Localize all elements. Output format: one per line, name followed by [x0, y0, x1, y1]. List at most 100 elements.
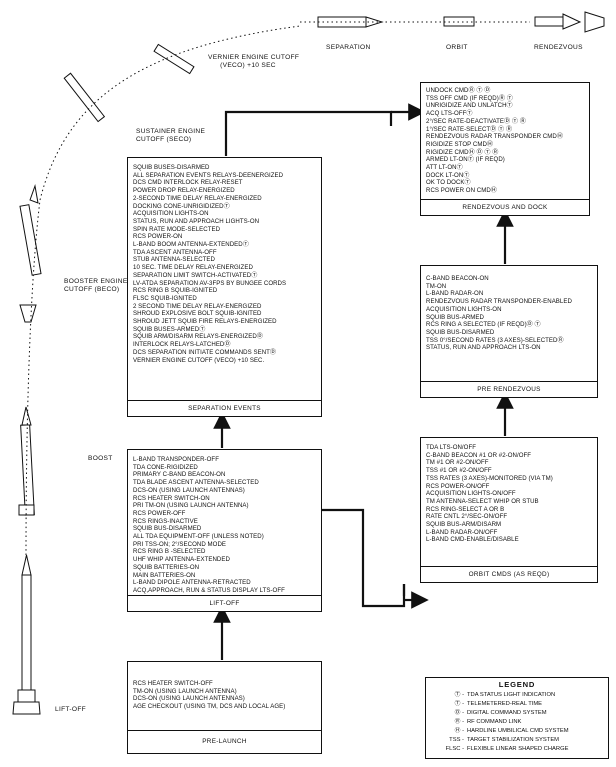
legend-symbol: FLSC -: [445, 746, 464, 752]
pre-rendezvous-caption: PRE RENDEZVOUS: [421, 381, 597, 397]
legend-symbol: Ⓣ -: [454, 701, 464, 707]
boost-label: BOOST: [88, 455, 113, 462]
event-line: AGE CHECKOUT (USING TM, DCS AND LOCAL AG…: [133, 703, 286, 711]
booster-cutoff-label: BOOSTER ENGINE CUTOFF (BECO): [64, 278, 128, 293]
event-line: TSS #1 OR #2-ON/OFF: [426, 467, 492, 475]
legend-row: Ⓡ -RF COMMAND LINK: [432, 719, 522, 726]
event-line: SPIN RATE MODE-SELECTED: [133, 225, 221, 233]
event-line: RCS RING A SELECTED (IF REQD)Ⓓ Ⓣ: [426, 321, 541, 329]
event-line: SQUIB BUS-DISARMED: [426, 328, 495, 336]
event-line: C-BAND BEACON-ON: [426, 275, 489, 282]
event-line: DOCKING CONE-UNRIGIDIZEDⓉ: [133, 202, 230, 210]
event-line: L-BAND DIPOLE ANTENNA-RETRACTED: [133, 579, 251, 587]
event-line: DCS SEPARATION INITIATE COMMANDS SENTⒹ: [133, 348, 277, 356]
legend-text: TDA STATUS LIGHT INDICATION: [467, 692, 556, 698]
event-line: TM ANTENNA-SELECT WHIP OR STUB: [426, 497, 539, 505]
event-line: L-BAND TRANSPONDER-OFF: [133, 456, 219, 463]
event-line: TSS OFF CMD (IF REQD)Ⓡ Ⓣ: [426, 94, 513, 102]
legend-row: Ⓣ -TELEMETERED-REAL TIME: [432, 701, 542, 708]
event-line: UHF WHIP ANTENNA-EXTENDED: [133, 556, 230, 564]
event-line: RCS POWER-ON/OFF: [426, 482, 490, 490]
legend-text: TELEMETERED-REAL TIME: [467, 701, 543, 707]
event-line: STATUS, RUN AND APPROACH LIGHTS-ON: [133, 217, 260, 225]
event-line: RCS HEATER SWITCH-ON: [133, 494, 210, 502]
event-line: ALL TDA EQUIPMENT-OFF (UNLESS NOTED): [133, 533, 264, 541]
event-line: RCS RINGS-INACTIVE: [133, 517, 198, 525]
orbit-label: ORBIT: [446, 44, 468, 51]
event-line: ACQUISITION LIGHTS-ON: [133, 210, 209, 218]
event-line: ALL SEPARATION EVENTS RELAYS-DEENERGIZED: [133, 171, 284, 179]
legend-title: LEGEND: [498, 680, 536, 689]
event-line: SQUIB BATTERIES-ON: [133, 563, 200, 571]
event-line: DOCK LT-ONⓉ: [426, 171, 470, 179]
event-line: L-BAND RADAR-ON/OFF: [426, 528, 498, 536]
event-line: POWER DROP RELAY-ENERGIZED: [133, 187, 235, 195]
event-line: SHROUD JETT SQUIB FIRE RELAYS-ENERGIZED: [133, 318, 277, 326]
event-line: VERNIER ENGINE CUTOFF (VECO) +10 SEC.: [133, 356, 265, 364]
legend-row: Ⓣ -TDA STATUS LIGHT INDICATION: [432, 692, 556, 699]
event-line: 2°/SEC RATE-DEACTIVATEⒹ Ⓣ Ⓡ: [426, 117, 526, 125]
legend-symbol: Ⓗ -: [454, 728, 464, 734]
event-line: RIGIDIZE STOP CMDⒽ: [426, 140, 494, 148]
event-line: PRI TM-ON (USING LAUNCH ANTENNA): [133, 502, 249, 510]
legend-text: DIGITAL COMMAND SYSTEM: [467, 710, 547, 716]
rendezvous-dock-caption: RENDEZVOUS AND DOCK: [421, 199, 589, 215]
legend-symbol: Ⓡ -: [454, 719, 464, 725]
event-line: MAIN BATTERIES-ON: [133, 571, 196, 579]
event-line: 1°/SEC RATE-SELECTⒹ Ⓣ Ⓡ: [426, 125, 513, 133]
event-line: ARMED LT-ONⓉ (IF REQD): [426, 156, 505, 164]
event-line: RCS RING-SELECT A OR B: [426, 505, 505, 513]
legend-text: RF COMMAND LINK: [467, 719, 522, 725]
event-line: SQUIB ARM/DISARM RELAYS-ENERGIZEDⒹ: [133, 333, 263, 341]
event-line: RCS HEATER SWITCH-OFF: [133, 680, 213, 687]
sustainer-cutoff-label: SUSTAINER ENGINE CUTOFF (SECO): [136, 128, 206, 143]
event-line: UNRIGIDIZE AND UNLATCHⓉ: [426, 102, 513, 110]
event-line: TM-ON: [426, 282, 447, 290]
event-line: ACQUISITION LIGHTS-ON: [426, 305, 502, 313]
event-line: UNDOCK CMDⓇ Ⓣ Ⓓ: [426, 87, 491, 94]
event-line: PRIMARY C-BAND BEACON-ON: [133, 471, 226, 479]
event-line: RCS POWER-ON: [133, 233, 183, 241]
event-line: L-BAND CMD-ENABLE/DISABLE: [426, 536, 519, 544]
rendezvous-label: RENDEZVOUS: [534, 44, 583, 51]
event-line: SQUIB BUS-DISARMED: [133, 525, 202, 533]
event-line: TSS 0°/SECOND RATES (3 AXES)-SELECTEDⓇ: [426, 336, 564, 344]
event-line: 2 SECOND TIME DELAY RELAY-ENERGIZED: [133, 302, 262, 310]
legend-text: FLEXIBLE LINEAR SHAPED CHARGE: [467, 746, 569, 752]
event-line: TDA CONE-RIGIDIZED: [133, 463, 198, 471]
event-line: OK TO DOCKⓉ: [426, 179, 471, 187]
legend-symbol: Ⓣ -: [454, 692, 464, 698]
event-line: FLSC SQUIB-IGNITED: [133, 294, 197, 302]
liftoff-caption: LIFT-OFF: [128, 595, 321, 611]
event-line: SQUIB BUSES-ARMEDⓉ: [133, 325, 206, 333]
legend-row: FLSC -FLEXIBLE LINEAR SHAPED CHARGE: [432, 746, 569, 753]
event-line: TM #1 OR #2-ON/OFF: [426, 459, 489, 467]
event-line: C-BAND BEACON #1 OR #2-ON/OFF: [426, 451, 532, 459]
event-line: RCS POWER ON CMDⒽ: [426, 187, 497, 195]
event-line: SHROUD EXPLOSIVE BOLT SQUIB-IGNITED: [133, 310, 262, 318]
prelaunch-caption: PRE-LAUNCH: [128, 730, 321, 753]
event-line: DCS-ON (USING LAUNCH ANTENNAS): [133, 486, 245, 494]
event-line: PRI TSS-ON; 2°/SECOND MODE: [133, 540, 227, 548]
orbit-cmds-caption: ORBIT CMDS (AS REQD): [421, 566, 597, 582]
event-line: SQUIB BUS-ARMED: [426, 313, 484, 321]
legend-text: HARDLINE UMBILICAL CMD SYSTEM: [467, 728, 569, 734]
event-line: RCS RING B SQUIB-IGNITED: [133, 287, 218, 295]
event-line: SQUIB BUS-ARM/DISARM: [426, 521, 502, 529]
event-line: 2-SECOND TIME DELAY RELAY-ENERGIZED: [133, 194, 262, 202]
event-line: ACQ,APPROACH, RUN & STATUS DISPLAY LTS-O…: [133, 586, 285, 594]
